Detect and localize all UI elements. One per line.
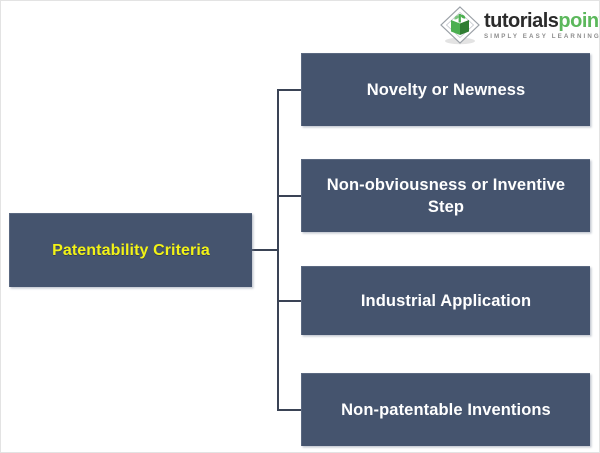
node-leaf-3-label: Industrial Application (360, 291, 532, 310)
node-leaf-2-label: Non-obviousness or Inventive Step (326, 175, 566, 216)
connector-branch-4 (277, 409, 301, 411)
logo-diamond-book-icon (438, 5, 482, 47)
logo-wordmark: tutorialspoint SIMPLY EASY LEARNING (484, 10, 600, 41)
node-leaf-1-label: Novelty or Newness (366, 80, 526, 99)
node-leaf-non-obviousness-or-inventive-step: Non-obviousness or Inventive Step (301, 159, 590, 232)
node-root-patentability-criteria: Patentability Criteria (9, 213, 252, 287)
connector-root-stub (252, 249, 279, 251)
node-leaf-4-label: Non-patentable Inventions (341, 400, 551, 419)
connector-branch-3 (277, 300, 301, 302)
node-leaf-novelty-or-newness: Novelty or Newness (301, 53, 590, 126)
connector-branch-1 (277, 89, 301, 91)
node-leaf-non-patentable-inventions: Non-patentable Inventions (301, 373, 590, 446)
node-leaf-industrial-application: Industrial Application (301, 266, 590, 335)
tutorialspoint-logo: tutorialspoint SIMPLY EASY LEARNING (438, 5, 599, 47)
connector-vertical-trunk (277, 89, 279, 411)
logo-word-accent: point (558, 10, 599, 33)
connector-branch-2 (277, 195, 301, 197)
logo-word-primary: tutorials (484, 10, 559, 33)
logo-tagline: SIMPLY EASY LEARNING (484, 33, 600, 41)
node-root-label: Patentability Criteria (52, 241, 210, 259)
